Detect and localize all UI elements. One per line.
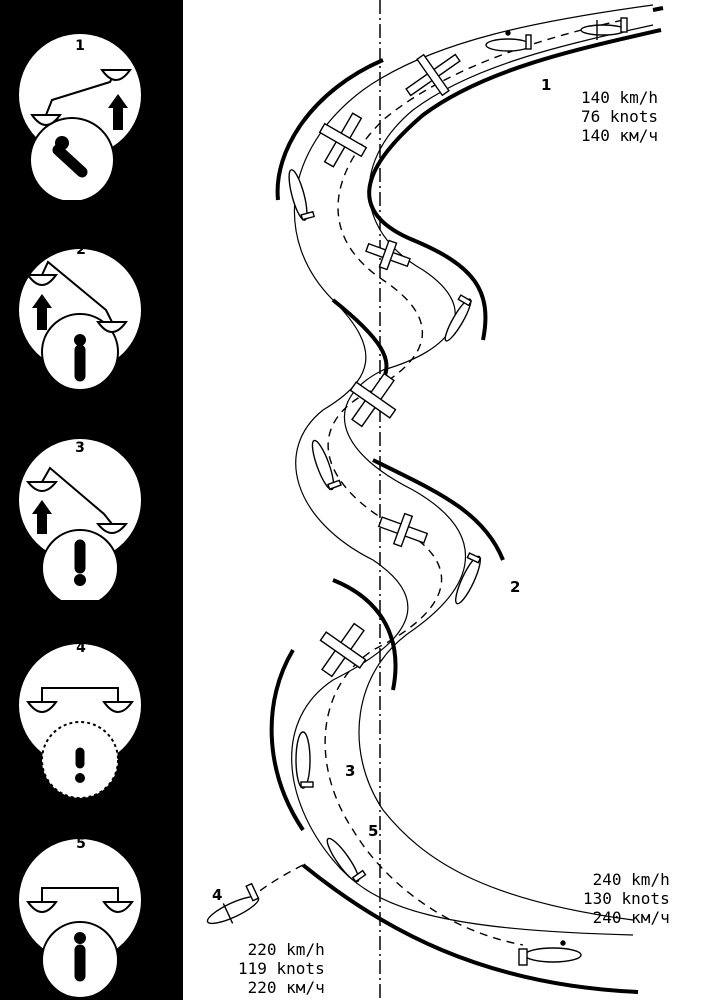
speed-ru: 220 км/ч — [247, 978, 325, 997]
path-marker-3: 3 — [345, 762, 356, 780]
instrument-number-1: 1 — [75, 38, 85, 54]
path-shadow-2 — [275, 58, 384, 201]
speed-kmh: 240 km/h — [592, 870, 670, 889]
flight-path-drawing — [206, 0, 664, 1000]
speed-knots: 76 knots — [581, 107, 659, 126]
turn-indicator-5 — [17, 837, 143, 999]
instrument-panel-4: 4 — [0, 600, 183, 800]
speed-knots: 119 knots — [238, 959, 325, 978]
path-shadow-1 — [367, 28, 662, 341]
flight-path-centerline — [324, 19, 624, 946]
path-marker-2: 2 — [510, 578, 521, 596]
path-marker-5: 5 — [368, 822, 379, 840]
turn-indicator-1 — [17, 32, 143, 200]
speed-label-top-right: 140 km/h 76 knots 140 км/ч — [581, 88, 658, 145]
path-shadow-7 — [301, 863, 639, 994]
path-shadow-6 — [269, 648, 305, 832]
instrument-number-2: 2 — [76, 242, 86, 258]
path-shadow-4 — [372, 458, 505, 561]
speed-label-bottom-left: 220 km/h 119 knots 220 км/ч — [238, 940, 325, 997]
path-inner-edge — [344, 24, 654, 921]
instrument-number-5: 5 — [76, 836, 86, 852]
turn-indicator-2 — [17, 247, 143, 391]
speed-ru: 140 км/ч — [581, 126, 659, 145]
instrument-panel-3: 3 — [0, 400, 183, 600]
aircraft-sequence — [206, 17, 628, 966]
path-marker-1: 1 — [541, 76, 552, 94]
path-marker-4: 4 — [212, 886, 223, 904]
speed-knots: 130 knots — [583, 889, 670, 908]
speed-kmh: 140 km/h — [581, 88, 659, 107]
instrument-panel-2: 2 — [0, 200, 183, 400]
speed-ru: 240 км/ч — [592, 908, 670, 927]
path-shadow-3 — [331, 298, 389, 381]
instrument-number-4: 4 — [76, 640, 86, 656]
instrument-panel-5: 5 — [0, 800, 183, 1000]
path-shadow-5 — [332, 578, 398, 691]
path-outer-edge — [291, 4, 654, 936]
instrument-sidebar: 1 2 3 — [0, 0, 183, 1000]
speed-kmh: 220 km/h — [247, 940, 325, 959]
turn-indicator-3 — [17, 437, 143, 600]
maneuver-diagram: 1 2 3 4 5 140 km/h 76 knots 140 км/ч 240… — [183, 0, 711, 1000]
turn-indicator-4 — [17, 642, 143, 799]
speed-label-bottom-right: 240 km/h 130 knots 240 км/ч — [583, 870, 670, 927]
instrument-number-3: 3 — [75, 440, 85, 456]
instrument-panel-1: 1 — [0, 0, 183, 200]
